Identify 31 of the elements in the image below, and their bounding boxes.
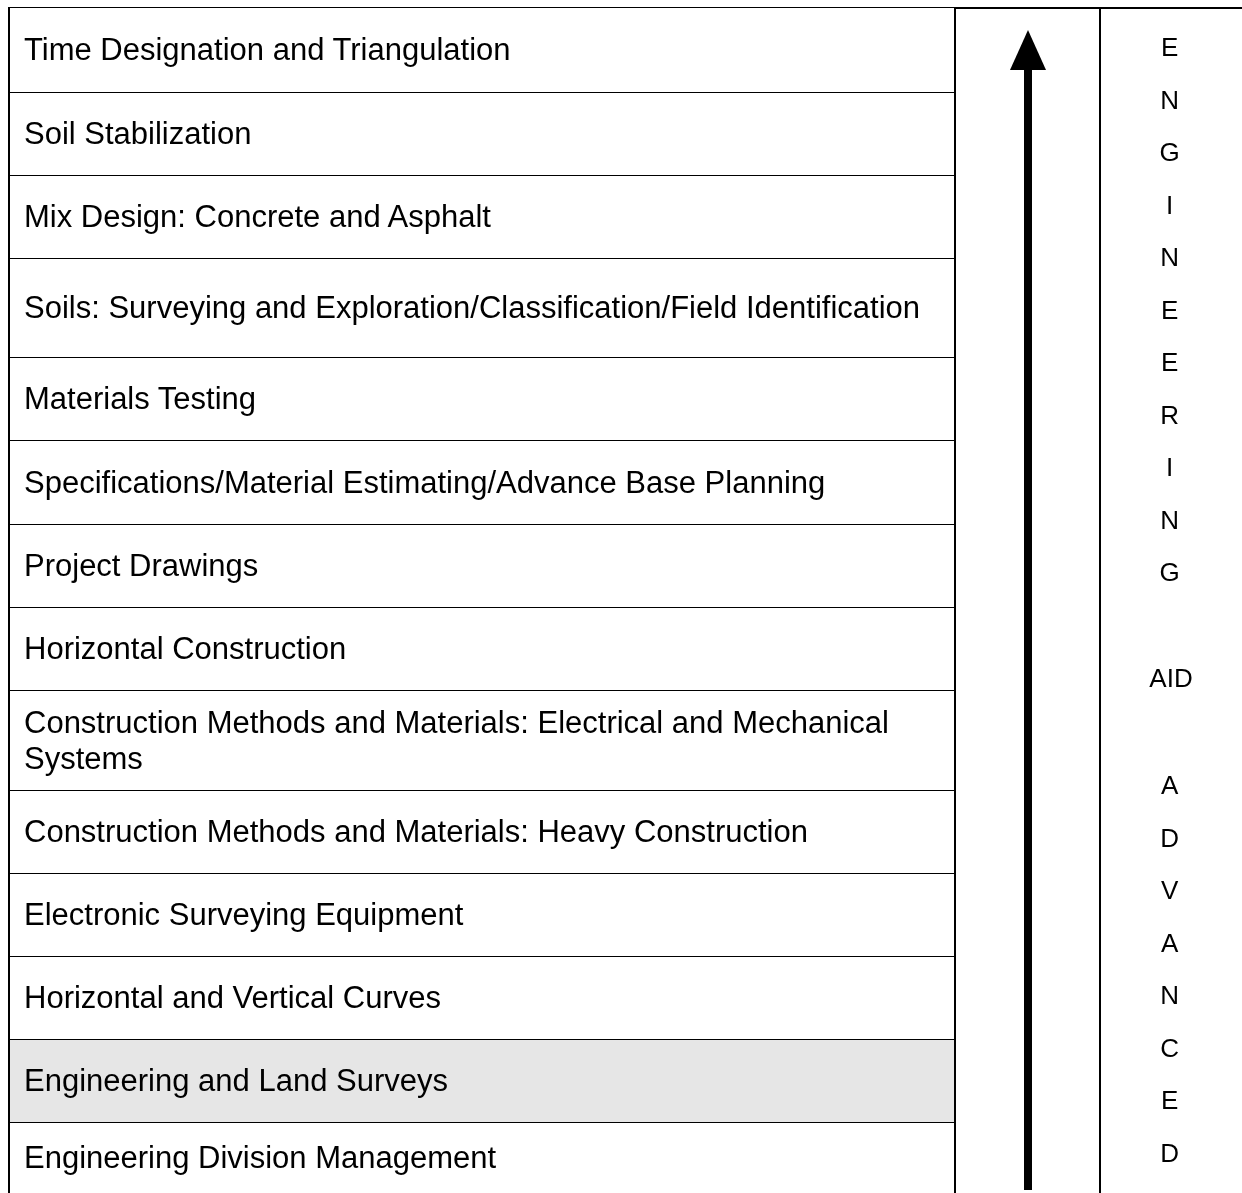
topic-text: Engineering Division Management [24, 1140, 498, 1176]
topic-text: Construction Methods and Materials: Heavy Construction [24, 814, 809, 850]
vertical-label: AID [1148, 662, 1194, 695]
topic-row [8, 259, 956, 359]
topic-row [8, 441, 956, 526]
topic-row [8, 93, 956, 177]
topic-row [8, 358, 956, 442]
topic-text: Mix Design: Concrete and Asphalt [24, 199, 492, 235]
vertical-label: ENGINEERING [1158, 31, 1181, 589]
topic-text: Materials Testing [24, 381, 258, 417]
topic-row [8, 525, 956, 609]
topic-row [8, 608, 956, 692]
topic-row [8, 791, 956, 875]
topic-text: Construction Methods and Materials: Electrical and Mechanical Systems [24, 704, 890, 777]
topic-text: Horizontal Construction [24, 631, 348, 667]
topic-text: Soil Stabilization [24, 116, 253, 152]
topic-row [8, 1040, 956, 1124]
topic-row [8, 176, 956, 260]
topic-row [8, 8, 956, 94]
topic-row [8, 957, 956, 1041]
topic-text: Specifications/Material Estimating/Advance Base Planning [24, 464, 827, 501]
topic-text: Soils: Surveying and Exploration/Classification/Field Identification [24, 290, 922, 326]
topic-text: Electronic Surveying Equipment [24, 897, 465, 933]
topic-text: Time Designation and Triangulation [24, 32, 512, 68]
topic-row [8, 691, 956, 792]
topic-text: Horizontal and Vertical Curves [24, 980, 442, 1016]
topic-row [8, 1123, 956, 1193]
topic-text: Engineering and Land Surveys [24, 1063, 449, 1099]
topic-row [8, 874, 956, 958]
vertical-label: ADVANCED [1159, 769, 1181, 1170]
topic-text: Project Drawings [24, 548, 260, 584]
